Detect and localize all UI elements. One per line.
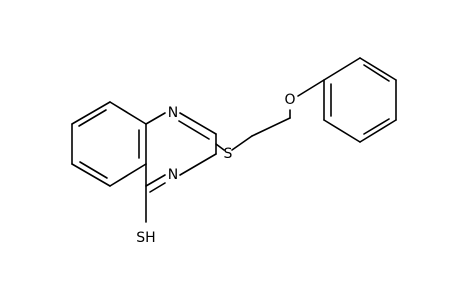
atom-label-sh: SH bbox=[136, 230, 155, 246]
bond-c5-c4a bbox=[109, 163, 147, 187]
bond-c8a-c8 bbox=[109, 101, 147, 125]
bond-o-phenyl bbox=[297, 79, 325, 97]
bond-c2-n3 bbox=[179, 153, 217, 176]
double-bond-n1-c2-inner bbox=[178, 120, 210, 140]
bond-c8a-n1 bbox=[145, 112, 166, 125]
bond-ph-1-2 bbox=[323, 57, 361, 81]
bond-c6-c5 bbox=[71, 163, 111, 187]
double-bond-inner-bottom bbox=[79, 161, 108, 179]
double-bond-ph-inner-c bbox=[363, 118, 390, 135]
atom-label-s-thioether: S bbox=[224, 146, 233, 162]
atom-label-n1: N bbox=[168, 105, 178, 121]
bond-ch2-ch2 bbox=[251, 117, 291, 137]
double-bond-inner-top bbox=[78, 109, 107, 127]
phenyl-ring-right bbox=[323, 57, 397, 143]
benzene-ring-left bbox=[71, 101, 147, 187]
bond-c8-c7 bbox=[71, 101, 111, 125]
atom-label-n3: N bbox=[168, 167, 178, 183]
bond-n1-c2 bbox=[179, 112, 217, 135]
side-chain bbox=[215, 79, 325, 151]
pyrimidine-ring bbox=[145, 112, 217, 193]
double-bond-ph-inner-b bbox=[363, 64, 390, 82]
bond-n3-c4 bbox=[145, 174, 166, 187]
bond-ph-4-5 bbox=[359, 119, 397, 143]
double-bond-n3-c4-inner bbox=[149, 182, 166, 193]
bond-ph-5-6 bbox=[323, 119, 361, 143]
bond-ph-2-3 bbox=[359, 57, 397, 81]
atom-label-o-ether: O bbox=[284, 92, 295, 108]
bond-s-ch2 bbox=[231, 135, 253, 151]
bond-c2-s bbox=[215, 143, 225, 151]
